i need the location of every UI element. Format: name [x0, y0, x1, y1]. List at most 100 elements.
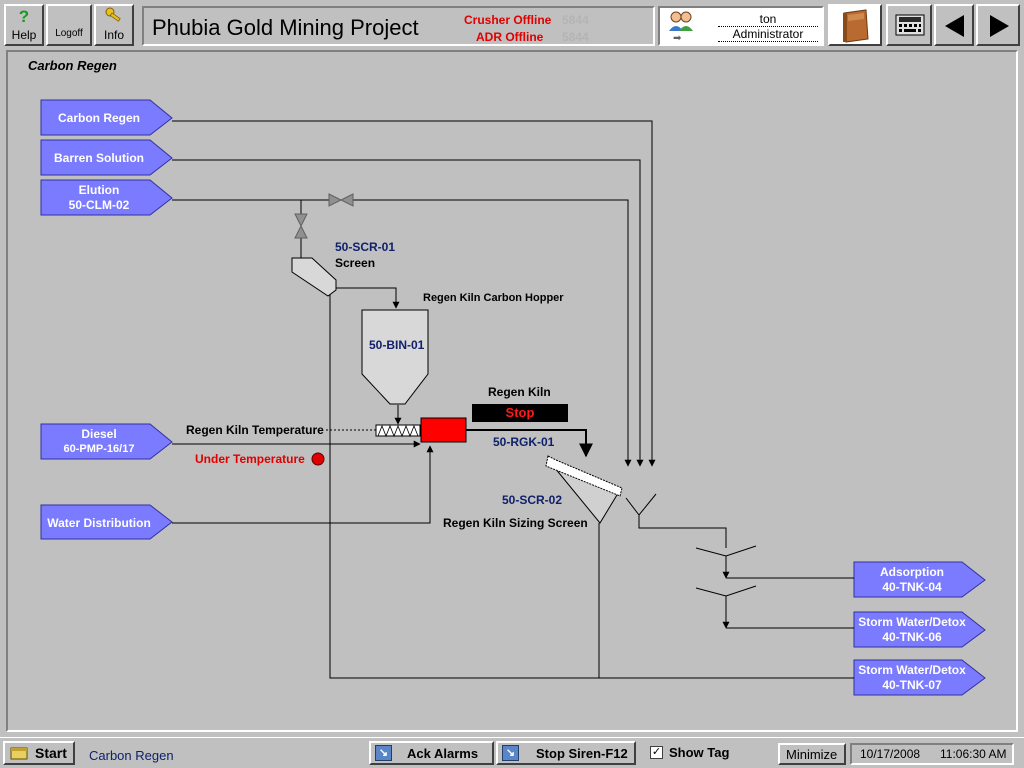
user-panel: ➡ ton Administrator: [658, 6, 824, 46]
help-button[interactable]: ? Help: [4, 4, 44, 46]
output-adsorption-label: Adsorption: [880, 565, 944, 579]
user-name: ton: [718, 12, 818, 27]
screen-bypass-line: [329, 290, 854, 679]
input-carbon-regen-label: Carbon Regen: [57, 111, 140, 125]
input-diesel-label: Diesel: [81, 427, 117, 441]
start-button[interactable]: Start: [3, 741, 75, 765]
logoff-label: Logoff: [55, 28, 83, 39]
adr-status-count: 5844: [562, 30, 589, 44]
output-adsorption[interactable]: Adsorption 40-TNK-04: [854, 565, 970, 595]
output-storm-water-06-tag: 40-TNK-06: [882, 630, 942, 644]
output-storm-water-06-label: Storm Water/Detox: [858, 615, 966, 629]
under-temperature-alarm-icon: [311, 452, 325, 466]
flow-tag-water-distribution: [40, 504, 173, 540]
kiln-tag[interactable]: 50-RGK-01: [493, 435, 555, 449]
stop-siren-button[interactable]: ↘ Stop Siren-F12: [496, 741, 636, 765]
screen-50-scr-01-icon: [291, 257, 337, 297]
hopper-50-bin-01-icon: [361, 309, 429, 405]
input-barren-solution-label: Barren Solution: [53, 151, 144, 165]
time-label: 11:06:30 AM: [940, 747, 1007, 761]
flow-tag-elution: [40, 179, 173, 216]
flow-tag-carbon-regen: [40, 99, 173, 136]
book-button[interactable]: [828, 4, 882, 46]
kiln-name: Regen Kiln: [488, 385, 551, 399]
minimize-button[interactable]: Minimize: [778, 743, 846, 765]
input-elution-tag: 50-CLM-02: [68, 198, 130, 212]
launder-funnel-icon: [625, 493, 657, 516]
start-icon: [10, 746, 28, 763]
input-water-distribution-label: Water Distribution: [47, 516, 151, 530]
ack-alarms-label: Ack Alarms: [407, 746, 479, 761]
forward-arrow-icon: [987, 14, 1011, 41]
output-storm-water-07-tag: 40-TNK-07: [882, 678, 942, 692]
input-diesel[interactable]: Diesel 60-PMP-16/17: [41, 427, 157, 457]
stop-siren-label: Stop Siren-F12: [536, 746, 628, 761]
keyboard-icon: [895, 14, 925, 39]
input-elution-label: Elution: [78, 183, 120, 197]
splitter-2-icon: [695, 585, 757, 597]
siren-icon: ↘: [502, 745, 519, 761]
datetime-panel: 10/17/2008 11:06:30 AM: [850, 743, 1014, 765]
output-storm-water-07-label: Storm Water/Detox: [858, 663, 966, 677]
screen-tag[interactable]: 50-SCR-01: [335, 240, 396, 254]
input-barren-solution[interactable]: Barren Solution: [41, 151, 157, 166]
elution-valve-icon: [328, 193, 354, 207]
minimize-label: Minimize: [786, 747, 838, 762]
users-icon: [668, 10, 694, 37]
output-storm-water-06[interactable]: Storm Water/Detox 40-TNK-06: [854, 615, 970, 645]
screen-title: Carbon Regen: [28, 58, 117, 73]
help-label: Help: [11, 28, 37, 42]
show-tag-label: Show Tag: [669, 745, 730, 760]
info-label: Info: [103, 28, 124, 42]
barren-solution-line: [172, 159, 644, 467]
help-icon: ?: [18, 7, 30, 26]
process-panel: [6, 50, 1018, 732]
project-title: Phubia Gold Mining Project: [152, 15, 419, 40]
hopper-name: Regen Kiln Carbon Hopper: [423, 292, 564, 304]
keyboard-button[interactable]: [886, 4, 932, 46]
sizing-screen-name: Regen Kiln Sizing Screen: [443, 516, 588, 530]
user-role: Administrator: [718, 27, 818, 42]
screen-feed-valve-icon: [294, 213, 308, 239]
screen-to-hopper-line: [334, 287, 400, 309]
show-tag-checkbox[interactable]: ✓: [650, 746, 663, 759]
adr-status: ADR Offline: [476, 30, 544, 44]
sizing-screen-tag[interactable]: 50-SCR-02: [502, 493, 563, 507]
screen-name: Screen: [335, 256, 376, 270]
flow-tag-storm-water-06: [853, 611, 986, 648]
kiln-outlet-line: [466, 429, 593, 458]
current-screen-label: Carbon Regen: [89, 748, 174, 763]
kiln-temperature-label: Regen Kiln Temperature: [186, 423, 324, 437]
start-label: Start: [35, 745, 67, 761]
regen-kiln-icon: [420, 417, 467, 443]
back-button[interactable]: [934, 4, 974, 46]
forward-button[interactable]: [976, 4, 1020, 46]
key-icon: [96, 6, 132, 28]
flow-tag-barren-solution: [40, 139, 173, 176]
book-icon: [840, 9, 872, 48]
input-diesel-tag: 60-PMP-16/17: [63, 443, 135, 455]
output-storm-water-07[interactable]: Storm Water/Detox 40-TNK-07: [854, 663, 970, 693]
water-distribution-line: [172, 445, 434, 524]
date-label: 10/17/2008: [860, 747, 921, 761]
crusher-status-count: 5844: [562, 13, 589, 27]
flow-tag-adsorption: [853, 561, 986, 598]
output-adsorption-tag: 40-TNK-04: [882, 580, 942, 594]
crusher-status: Crusher Offline: [464, 13, 552, 27]
input-elution[interactable]: Elution 50-CLM-02: [41, 183, 157, 213]
under-temperature-label: Under Temperature: [195, 452, 305, 466]
info-button[interactable]: Info: [94, 4, 134, 46]
login-arrow-icon: ➡: [673, 33, 682, 44]
input-water-distribution[interactable]: Water Distribution: [41, 516, 157, 531]
ack-alarms-button[interactable]: ↘ Ack Alarms: [369, 741, 494, 765]
carbon-regen-line: [172, 120, 656, 467]
hopper-tag[interactable]: 50-BIN-01: [369, 338, 425, 352]
title-panel: Phubia Gold Mining Project 5844 Crusher …: [142, 6, 655, 46]
input-carbon-regen[interactable]: Carbon Regen: [41, 111, 157, 126]
logoff-button[interactable]: Logoff: [46, 4, 92, 46]
bottom-bar: Start Carbon Regen ↘ Ack Alarms ↘ Stop S…: [0, 737, 1024, 768]
splitter-1-icon: [695, 545, 757, 557]
sizing-screen-50-scr-02-icon: [545, 455, 623, 524]
kiln-status[interactable]: Stop: [472, 404, 568, 422]
